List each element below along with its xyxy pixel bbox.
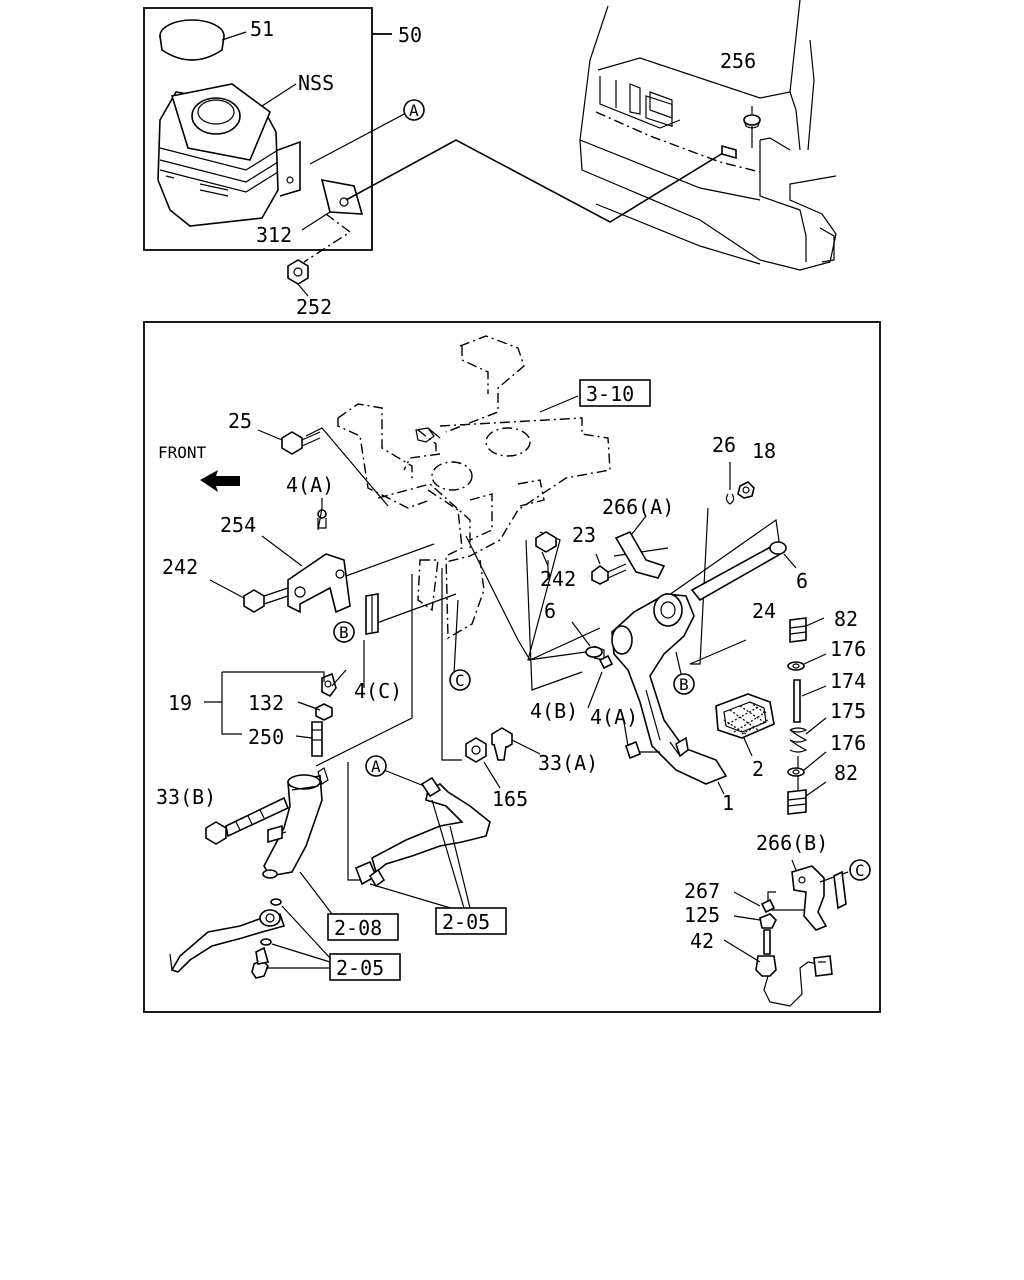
label-51: 51: [250, 17, 274, 41]
circle-b-left: B: [339, 623, 349, 642]
label-4c: 4(C): [354, 679, 402, 703]
label-266a: 266(A): [602, 495, 674, 519]
label-6-right: 6: [796, 569, 808, 593]
label-125: 125: [684, 903, 720, 927]
pedal-stop-stack: [787, 617, 827, 815]
clip-26-nut-18: [725, 462, 755, 505]
assembly-lines: [305, 427, 807, 916]
label-25: 25: [228, 409, 252, 433]
ref-2-05a-text: 2-05: [442, 910, 490, 934]
nut-165-bolt-33a: [465, 727, 541, 789]
bolt-242-left: [209, 579, 289, 613]
label-242-right: 242: [540, 567, 576, 591]
label-26: 26: [712, 433, 736, 457]
label-6-left: 6: [544, 599, 556, 623]
clutch-pedal-arm: [598, 593, 728, 795]
circle-b-right: B: [679, 675, 689, 694]
label-254: 254: [220, 513, 256, 537]
ref-2-08-text: 2-08: [334, 916, 382, 940]
label-4a-top: 4(A): [286, 473, 334, 497]
label-175: 175: [830, 699, 866, 723]
pedal-bracket: [337, 335, 611, 640]
label-266b: 266(B): [756, 831, 828, 855]
clutch-switch-assembly: [723, 859, 849, 1007]
hose-assembly: [354, 769, 491, 913]
front-direction-arrow: [200, 470, 240, 492]
bolt-33b: [205, 796, 290, 845]
label-24: 24: [752, 599, 776, 623]
label-174: 174: [830, 669, 866, 693]
label-242-left: 242: [162, 555, 198, 579]
pedal-shaft-24: [690, 541, 797, 602]
clip-4c: [363, 593, 379, 688]
label-front: FRONT: [158, 443, 207, 462]
bracket-266a: [614, 515, 666, 579]
top-labels: 51 50 NSS 312 252 256: [250, 17, 756, 319]
label-176-top: 176: [830, 637, 866, 661]
ref-box-2-05-b: 2-05: [329, 953, 401, 981]
ref-box-2-08: 2-08: [327, 913, 399, 941]
bolt-25: [257, 429, 321, 455]
truck-cab-front: [579, 0, 837, 271]
pipe-lower-left: [169, 898, 331, 979]
label-4a-lower: 4(A): [590, 705, 638, 729]
label-33b: 33(B): [156, 785, 216, 809]
reservoir-inset: [143, 7, 729, 297]
label-256: 256: [720, 49, 756, 73]
label-42: 42: [690, 929, 714, 953]
main-diagram-frame: [143, 321, 881, 1013]
label-165: 165: [492, 787, 528, 811]
clutch-master-cylinder: [262, 672, 337, 915]
circled-letters: A B B C C A: [333, 99, 871, 881]
circle-c-right: C: [855, 861, 865, 880]
label-18: 18: [752, 439, 776, 463]
ref-2-05b-text: 2-05: [336, 956, 384, 980]
label-23: 23: [572, 523, 596, 547]
label-250: 250: [248, 725, 284, 749]
bolts-242-23: [535, 531, 627, 585]
label-1: 1: [722, 791, 734, 815]
circle-a-top: A: [409, 101, 419, 120]
ref-3-10-text: 3-10: [586, 382, 634, 406]
bracket-254: [261, 498, 351, 614]
main-labels: FRONT 25 4(A) 254 242 242 23 266(A) 26 1…: [156, 409, 866, 953]
pedal-pad-2: [715, 693, 775, 757]
label-19: 19: [168, 691, 192, 715]
label-267: 267: [684, 879, 720, 903]
ref-box-3-10: 3-10: [579, 379, 651, 407]
label-312: 312: [256, 223, 292, 247]
label-132: 132: [248, 691, 284, 715]
ref-box-2-05-a: 2-05: [435, 907, 507, 935]
circle-c-left: C: [455, 671, 465, 690]
label-82-top: 82: [834, 607, 858, 631]
label-4b: 4(B): [530, 699, 578, 723]
label-252: 252: [296, 295, 332, 319]
bushing-6: [571, 621, 605, 661]
circle-a-main: A: [371, 757, 381, 776]
label-2: 2: [752, 757, 764, 781]
label-nss: NSS: [298, 71, 334, 95]
label-50: 50: [398, 23, 422, 47]
label-33a: 33(A): [538, 751, 598, 775]
label-82-bottom: 82: [834, 761, 858, 785]
label-176-bottom: 176: [830, 731, 866, 755]
